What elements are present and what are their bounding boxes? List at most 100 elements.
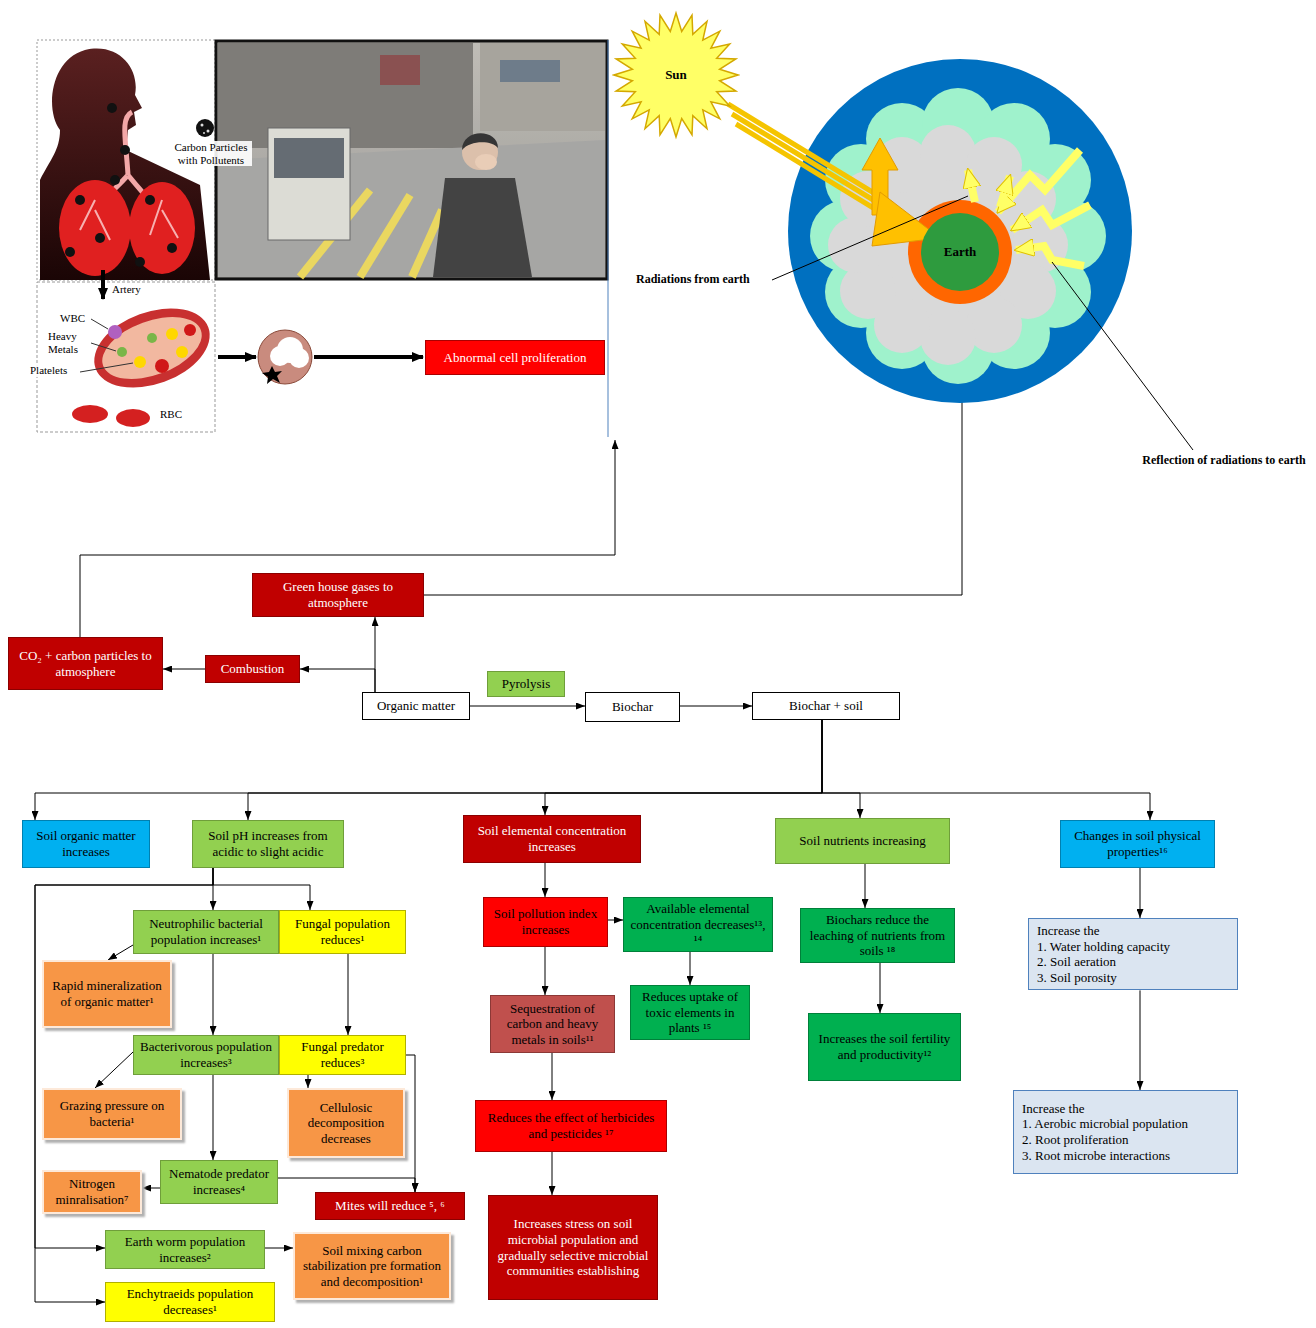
box-text: 2. Root proliferation — [1022, 1132, 1229, 1148]
flow-arrow — [101, 270, 105, 299]
connector-arrow — [163, 669, 205, 670]
connector-arrow — [108, 945, 133, 960]
connector-arrow — [406, 1055, 415, 1192]
box-text: Nitrogen minralisation⁷ — [48, 1176, 136, 1207]
box-text: Increases stress on soil microbial popul… — [493, 1216, 653, 1278]
box-text: Soil pH increases from acidic to slight … — [197, 828, 339, 859]
box-text: Cellulosic decomposition decreases — [293, 1100, 399, 1147]
process-box: Combustion — [205, 655, 300, 683]
figure-label: WBC — [60, 312, 90, 325]
connector-arrow — [278, 1178, 415, 1192]
figure-label: Platelets — [30, 364, 78, 377]
earth-ring — [908, 200, 1012, 304]
box-text: Biochars reduce the leaching of nutrient… — [805, 912, 950, 959]
process-box: Biochar + soil — [752, 692, 900, 720]
effect-box: Sequestration of carbon and heavy metals… — [490, 995, 615, 1053]
box-text: Sequestration of carbon and heavy metals… — [495, 1001, 610, 1048]
process-box: Pyrolysis — [487, 671, 565, 697]
box-text: Soil pollution index increases — [488, 906, 603, 937]
atmosphere — [788, 59, 1132, 403]
connector-arrow — [680, 706, 752, 707]
lung — [59, 180, 131, 276]
box-text: Fungal population reduces¹ — [284, 916, 401, 947]
box-text: 3. Soil porosity — [1037, 970, 1229, 986]
result-box: Abnormal cell proliferation — [425, 340, 605, 375]
figure-label: Radiations from earth — [636, 273, 770, 287]
leader-line — [1052, 262, 1193, 450]
flow-line — [80, 440, 615, 637]
effect-box: Soil organic matter increases — [22, 820, 150, 868]
process-box: CO₂ + carbon particles to atmosphere — [8, 637, 163, 690]
outcome-box: Rapid mineralization of organic matter¹ — [42, 960, 172, 1028]
haze — [218, 43, 605, 277]
effect-box: Soil nutrients increasing — [775, 818, 950, 864]
artery-lumen — [94, 305, 210, 391]
box-text: Enchytraeids population decreases¹ — [110, 1286, 270, 1317]
process-box: Biochar — [585, 692, 680, 722]
box-text: Soil elemental concentration increases — [468, 823, 636, 854]
figure-label: Artery — [112, 283, 152, 296]
heavy-metal — [117, 347, 127, 357]
connector-arrow — [375, 617, 376, 692]
effect-box: Nematode predator increases⁴ — [160, 1160, 278, 1204]
effect-box: Fungal predator reduces³ — [279, 1035, 406, 1075]
flow-line — [424, 374, 962, 595]
figure-label: Reflection of radiations to earth — [1140, 454, 1308, 468]
flow-arrow — [314, 355, 423, 359]
figure-label: Carbon Particles with Pollutents — [170, 141, 252, 166]
box-text: Changes in soil physical properties¹⁶ — [1065, 828, 1210, 859]
connector-arrow — [1140, 990, 1141, 1090]
box-text: Fungal predator reduces³ — [284, 1039, 401, 1070]
effect-box: Reduces the effect of herbicides and pes… — [475, 1100, 667, 1152]
connector-arrow — [308, 1075, 309, 1088]
box-text: Earth worm population increases² — [110, 1234, 260, 1265]
box-text: Reduces uptake of toxic elements in plan… — [635, 989, 745, 1036]
bronchi — [80, 200, 178, 240]
box-text: 3. Root microbe interactions — [1022, 1148, 1229, 1164]
connector-arrow — [265, 1248, 293, 1249]
connector-arrow — [608, 920, 623, 921]
box-text: Earth — [920, 244, 1000, 260]
list-box: Increase the1. Water holding capacity2. … — [1028, 918, 1238, 990]
connector-arrow — [300, 669, 375, 692]
box-text: Soil mixing carbon stabilization pre for… — [299, 1243, 445, 1290]
effect-box: Fungal population reduces¹ — [279, 910, 406, 954]
connector-arrow — [142, 1188, 160, 1189]
panel — [37, 282, 215, 432]
box-text: Combustion — [210, 661, 295, 677]
box-text: Soil nutrients increasing — [780, 833, 945, 849]
effect-box: Reduces uptake of toxic elements in plan… — [630, 985, 750, 1040]
outcome-box: Nitrogen minralisation⁷ — [42, 1170, 142, 1214]
atmosphere-layer — [810, 88, 1106, 384]
sun-shape: Sun — [612, 10, 740, 140]
effect-box: Increases stress on soil microbial popul… — [488, 1195, 658, 1300]
earth-outline — [921, 213, 999, 291]
figure-label: RBC — [160, 408, 190, 421]
box-text: Abnormal cell proliferation — [430, 350, 600, 366]
connector-arrow — [865, 864, 866, 908]
box-text: Increase the — [1037, 923, 1229, 939]
connector-arrow — [213, 1075, 214, 1160]
artery — [83, 294, 220, 403]
box-text: Increases the soil fertility and product… — [813, 1031, 956, 1062]
connector-arrow — [35, 720, 822, 820]
effect-box: Soil elemental concentration increases — [463, 815, 641, 863]
box-text: CO₂ + carbon particles to atmosphere — [13, 648, 158, 679]
connector-arrow — [95, 1052, 133, 1088]
cell — [258, 330, 312, 384]
box-text: Sun — [612, 67, 740, 83]
outcome-box: Cellulosic decomposition decreases — [287, 1088, 405, 1158]
tumour-mark — [262, 366, 282, 384]
earth-circle: Earth — [920, 212, 1000, 292]
heavy-metal — [147, 333, 157, 343]
box-text: Nematode predator increases⁴ — [165, 1166, 273, 1197]
effect-box: Bacterivorous population increases³ — [133, 1035, 279, 1075]
box-text: Biochar + soil — [757, 698, 895, 714]
process-box: Organic matter — [362, 692, 470, 720]
effect-box: Increases the soil fertility and product… — [808, 1013, 961, 1081]
cell-cloud — [270, 337, 309, 368]
platelet — [176, 346, 188, 358]
effect-box: Earth worm population increases² — [105, 1230, 265, 1269]
rbc — [116, 409, 150, 427]
wbc — [108, 325, 122, 339]
